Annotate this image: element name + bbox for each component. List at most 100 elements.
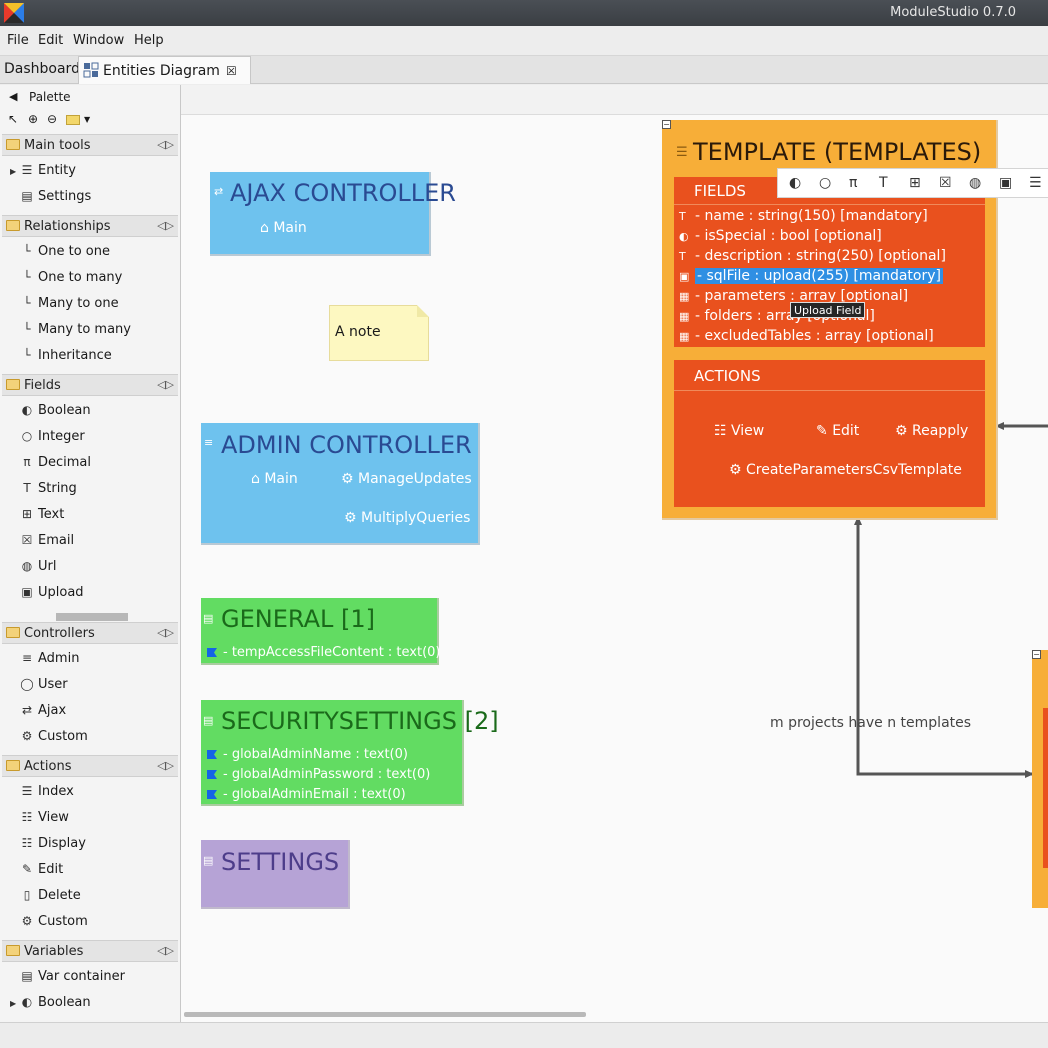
palette-item-admin[interactable]: ≡Admin — [20, 648, 170, 670]
admin-action-multiplyqueries[interactable]: ⚙ MultiplyQueries — [344, 510, 470, 526]
drawer-variables[interactable]: Variables ◁▷ — [2, 940, 178, 962]
palette-item-url[interactable]: ◍Url — [20, 556, 170, 578]
tab-dashboard[interactable]: Dashboard — [0, 56, 80, 84]
drawer-actions[interactable]: Actions ◁▷ — [2, 755, 178, 777]
expand-icon[interactable]: ▶ — [10, 167, 17, 176]
exchange-icon: ⇄ — [21, 703, 33, 717]
palette-item-delete[interactable]: ▯Delete — [20, 885, 170, 907]
palette-item-one-to-one[interactable]: └One to one — [20, 241, 170, 263]
drawer-relationships[interactable]: Relationships ◁▷ — [2, 215, 178, 237]
palette-item-custom-action[interactable]: ⚙Custom — [20, 911, 170, 933]
toggle-icon[interactable]: ◁▷ — [157, 219, 174, 232]
palette-item-upload[interactable]: ▣Upload — [20, 582, 170, 604]
diagram-canvas[interactable]: m projects have n templates ⇄ AJAX CONTR… — [181, 85, 1048, 1022]
toggle-icon[interactable]: ◁▷ — [157, 626, 174, 639]
toggle-icon[interactable]: ◁▷ — [157, 759, 174, 772]
pi-icon[interactable]: π — [849, 175, 858, 191]
expand-icon[interactable]: ▶ — [10, 999, 17, 1008]
zoom-in-icon[interactable]: ⊕ — [28, 112, 39, 126]
palette-item-ajax[interactable]: ⇄Ajax — [20, 700, 170, 722]
field-row-isspecial[interactable]: ◐- isSpecial : bool [optional] — [679, 228, 882, 248]
string-icon[interactable]: T — [879, 175, 888, 191]
palette-item-boolean[interactable]: ◐Boolean — [20, 400, 170, 422]
email-icon[interactable]: ☒ — [939, 175, 952, 191]
drawer-controllers[interactable]: Controllers ◁▷ — [2, 622, 178, 644]
admin-action-main[interactable]: ⌂ Main — [251, 471, 298, 487]
drawer-fields[interactable]: Fields ◁▷ — [2, 374, 178, 396]
field-row-description[interactable]: T- description : string(250) [optional] — [679, 248, 946, 268]
field-row-parameters[interactable]: ▦- parameters : array [optional] — [679, 288, 908, 308]
field-row-sqlfile[interactable]: ▣- sqlFile : upload(255) [mandatory] — [679, 268, 943, 288]
menu-window[interactable]: Window — [73, 33, 125, 48]
toggle-icon[interactable]: ◁▷ — [157, 138, 174, 151]
boolean-icon[interactable]: ◐ — [789, 175, 802, 191]
palette-item-var-boolean[interactable]: ◐Boolean — [20, 992, 170, 1014]
security-field-row[interactable]: - globalAdminName : text(0) — [207, 747, 408, 762]
toggle-icon[interactable]: ◁▷ — [157, 378, 174, 391]
palette-item-text[interactable]: ⊞Text — [20, 504, 170, 526]
action-reapply[interactable]: ⚙ Reapply — [895, 423, 968, 439]
list-icon[interactable]: ☰ — [1029, 175, 1042, 191]
palette-item-settings[interactable]: ▤Settings — [20, 186, 170, 208]
note-box[interactable]: A note — [329, 305, 429, 361]
palette-item-edit[interactable]: ✎Edit — [20, 859, 170, 881]
collapse-icon[interactable]: − — [1032, 650, 1041, 659]
horizontal-scrollbar[interactable] — [184, 1012, 586, 1017]
globe-icon[interactable]: ◍ — [969, 175, 982, 191]
menu-help[interactable]: Help — [134, 33, 164, 48]
settings-container[interactable]: ▤ SETTINGS — [201, 840, 350, 909]
palette-item-label: Url — [38, 559, 57, 574]
palette-item-many-to-one[interactable]: └Many to one — [20, 293, 170, 315]
palette-item-index[interactable]: ☰Index — [20, 781, 170, 803]
collapse-left-icon[interactable]: ◀ — [9, 90, 18, 103]
palette-item-integer[interactable]: ○Integer — [20, 426, 170, 448]
palette-item-user[interactable]: ◯User — [20, 674, 170, 696]
image-icon[interactable]: ▣ — [999, 175, 1013, 191]
close-icon[interactable]: ☒ — [225, 64, 237, 78]
app-title: ModuleStudio 0.7.0 — [890, 5, 1016, 20]
security-field-row[interactable]: - globalAdminEmail : text(0) — [207, 787, 406, 802]
palette-item-many-to-many[interactable]: └Many to many — [20, 319, 170, 341]
security-field-row[interactable]: - globalAdminPassword : text(0) — [207, 767, 430, 782]
menu-edit[interactable]: Edit — [38, 33, 64, 48]
admin-action-manageupdates[interactable]: ⚙ ManageUpdates — [341, 471, 472, 487]
palette-header[interactable]: ◀ Palette — [0, 85, 180, 109]
select-tool-icon[interactable]: ↖ — [8, 112, 19, 126]
palette-item-inheritance[interactable]: └Inheritance — [20, 345, 170, 367]
collapse-icon[interactable]: − — [662, 120, 671, 129]
securitysettings-var-container[interactable]: ▤ SECURITYSETTINGS [2] - globalAdminName… — [201, 700, 499, 806]
email-icon: ☒ — [21, 533, 33, 547]
menu-file[interactable]: File — [7, 33, 29, 48]
chevron-down-icon[interactable]: ▼ — [84, 115, 91, 124]
palette-item-entity[interactable]: ☰Entity — [20, 160, 170, 182]
zoom-out-icon[interactable]: ⊖ — [47, 112, 58, 126]
palette-item-email[interactable]: ☒Email — [20, 530, 170, 552]
admin-controller-box[interactable]: ≡ ADMIN CONTROLLER ⌂ Main ⚙ ManageUpdate… — [201, 423, 480, 545]
drawer-scrollbar[interactable] — [56, 613, 128, 621]
text-icon[interactable]: ⊞ — [909, 175, 921, 191]
field-row-excludedtables[interactable]: ▦- excludedTables : array [optional] — [679, 328, 934, 348]
action-view[interactable]: ☷ View — [714, 423, 764, 439]
action-edit[interactable]: ✎ Edit — [816, 423, 859, 439]
relation-label[interactable]: m projects have n templates — [770, 715, 972, 731]
ajax-action-main[interactable]: ⌂ Main — [260, 220, 307, 236]
toggle-icon[interactable]: ◁▷ — [157, 944, 174, 957]
action-createparameterscsvtemplate[interactable]: ⚙ CreateParametersCsvTemplate — [729, 462, 962, 478]
project-entity-partial[interactable]: − — [1032, 650, 1048, 908]
general-var-container[interactable]: ▤ GENERAL [1] - tempAccessFileContent : … — [201, 598, 441, 665]
general-field-row[interactable]: - tempAccessFileContent : text(0) — [207, 645, 441, 660]
field-row-name[interactable]: T- name : string(150) [mandatory] — [679, 208, 928, 228]
note-tool-icon[interactable] — [66, 115, 80, 125]
tab-entities-diagram[interactable]: Entities Diagram☒ — [78, 56, 251, 84]
palette-item-custom-controller[interactable]: ⚙Custom — [20, 726, 170, 748]
palette-item-one-to-many[interactable]: └One to many — [20, 267, 170, 289]
integer-icon[interactable]: ○ — [819, 175, 832, 191]
drawer-main-tools[interactable]: Main tools ◁▷ — [2, 134, 178, 156]
ajax-controller-box[interactable]: ⇄ AJAX CONTROLLER ⌂ Main — [210, 172, 456, 256]
palette-item-display[interactable]: ☷Display — [20, 833, 170, 855]
palette-item-label: Var container — [38, 969, 125, 984]
palette-item-var-container[interactable]: ▤Var container — [20, 966, 170, 988]
palette-item-view[interactable]: ☷View — [20, 807, 170, 829]
